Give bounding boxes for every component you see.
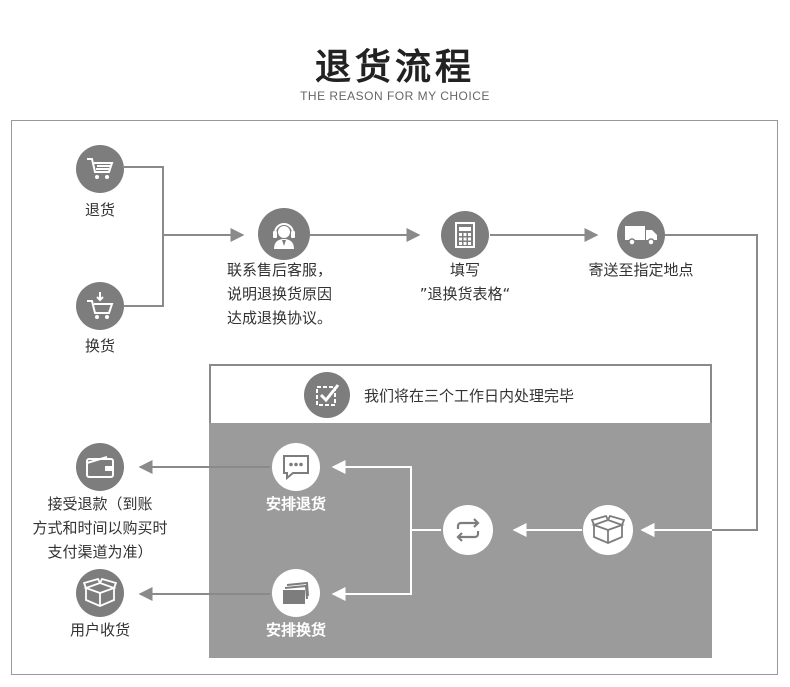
arrange-exchange-label: 安排换货	[265, 621, 326, 639]
box-node	[583, 505, 633, 555]
contact-service-node	[258, 208, 310, 260]
form-icon	[454, 221, 476, 249]
refund-label: 接受退款（到账 方式和时间以购买时 支付渠道为准）	[20, 492, 180, 564]
notice-box	[209, 364, 712, 423]
return-goods-node	[76, 145, 124, 193]
connector-refresh-split	[331, 460, 441, 531]
truck-icon	[624, 223, 658, 247]
box-icon	[591, 515, 625, 545]
ship-node	[617, 211, 665, 259]
contact-service-line-2: 说明退换货原因	[227, 285, 333, 303]
refund-line-1: 接受退款（到账	[47, 495, 153, 513]
arrange-return-label: 安排退货	[265, 495, 326, 513]
box-icon	[83, 578, 117, 608]
ship-label: 寄送至指定地点	[588, 261, 694, 279]
fill-form-node	[441, 211, 489, 259]
process-frame	[11, 120, 778, 675]
refresh-icon	[452, 516, 484, 544]
arrange-exchange-node	[272, 569, 320, 617]
notice-node	[304, 372, 350, 418]
refund-node	[76, 443, 124, 491]
wallet-icon	[85, 455, 115, 479]
cart-icon	[85, 156, 115, 182]
refund-line-2: 方式和时间以购买时	[32, 519, 168, 537]
cash-stack-icon	[281, 580, 311, 606]
page-subtitle: THE REASON FOR MY CHOICE	[300, 89, 490, 103]
exchange-goods-label: 换货	[84, 337, 115, 355]
connector-refresh-split-down	[331, 530, 412, 601]
contact-service-label: 联系售后客服， 说明退换货原因 达成退换协议。	[227, 258, 332, 330]
exchange-goods-node	[76, 282, 124, 330]
receive-goods-node	[76, 569, 124, 617]
connector-return-to-merge	[124, 166, 164, 235]
process-node	[443, 505, 493, 555]
contact-service-line-1: 联系售后客服，	[227, 261, 333, 279]
connector-exchange-to-merge	[124, 235, 164, 307]
fill-form-label: 填写 ”退换货表格“	[395, 258, 535, 306]
cart-exchange-icon	[85, 291, 115, 321]
contact-service-line-3: 达成退换协议。	[227, 309, 333, 327]
customer-service-icon	[268, 218, 300, 250]
chat-icon	[281, 453, 311, 481]
fill-form-line-2: ”退换货表格“	[419, 285, 511, 303]
page-title: 退货流程	[314, 47, 475, 88]
receive-goods-label: 用户收货	[69, 621, 130, 639]
return-goods-label: 退货	[84, 201, 115, 219]
fill-form-line-1: 填写	[449, 261, 480, 279]
arrange-return-node	[272, 443, 320, 491]
checkbox-icon	[314, 382, 340, 408]
notice-text: 我们将在三个工作日内处理完毕	[364, 387, 575, 405]
refund-line-3: 支付渠道为准）	[47, 543, 153, 561]
